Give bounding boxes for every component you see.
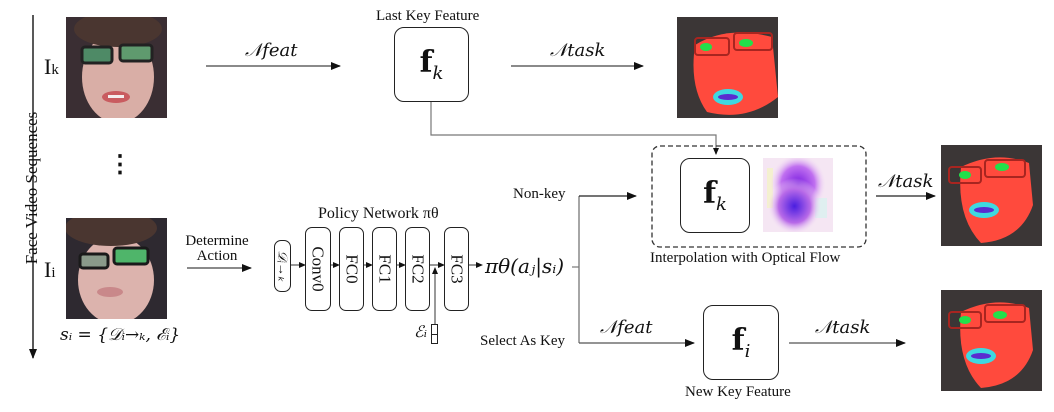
input-frame-current-image	[66, 218, 167, 319]
interp-caption: Interpolation with Optical Flow	[650, 250, 841, 266]
layer-conv0[interactable]: Conv0	[305, 227, 331, 311]
input-frame-key-image	[66, 17, 167, 118]
optical-flow-image	[763, 158, 833, 232]
last-key-feature-label: Last Key Feature	[376, 8, 480, 24]
state-formula: sᵢ = {𝒟ᵢ→ₖ, ℰᵢ}	[60, 325, 181, 345]
interp-feature-box[interactable]: fk	[680, 158, 750, 233]
ellipsis: ⋮	[108, 152, 132, 178]
side-input-vector	[431, 324, 438, 344]
label-feat-bottom: 𝒩feat	[600, 317, 653, 338]
policy-output: πθ(aⱼ|sᵢ)	[485, 254, 565, 278]
new-key-feature-label: New Key Feature	[685, 384, 791, 400]
layer-fc0[interactable]: FC0	[339, 227, 364, 311]
interp-feature-symbol: fk	[703, 176, 727, 215]
policy-network-title: Policy Network πθ	[318, 205, 439, 222]
arrow-key-to-interp	[430, 101, 719, 155]
last-key-feature-box[interactable]: fk	[394, 27, 469, 102]
interpolation-frame	[651, 145, 867, 248]
branch-select-key-label: Select As Key	[480, 333, 565, 349]
branch-non-key-label: Non-key	[513, 186, 566, 202]
layer-fc3[interactable]: FC3	[444, 227, 469, 311]
new-key-feature-symbol: fi	[731, 323, 751, 362]
new-key-feature-box[interactable]: fi	[703, 305, 779, 380]
frame-label-i: Ii	[44, 257, 56, 282]
layer-fc1[interactable]: FC1	[372, 227, 397, 311]
side-input-label: ℰᵢ	[414, 322, 427, 341]
last-key-feature-symbol: fk	[419, 45, 444, 84]
frame-label-k: Ik	[44, 54, 59, 79]
determine-action-label: Determine Action	[185, 233, 249, 264]
label-feat-top: 𝒩feat	[245, 40, 298, 61]
label-task-bottom: 𝒩task	[815, 317, 871, 338]
output-segmentation-bottom	[941, 290, 1042, 391]
output-segmentation-mid	[941, 145, 1042, 246]
axis-label: Face Video Sequences	[22, 111, 41, 265]
output-segmentation-top	[677, 17, 778, 118]
policy-input-block[interactable]: 𝒟ᵢ→ₖ	[274, 240, 291, 292]
label-task-mid: 𝒩task	[878, 171, 934, 192]
layer-fc2[interactable]: FC2	[405, 227, 430, 311]
label-task-top: 𝒩task	[550, 40, 606, 61]
